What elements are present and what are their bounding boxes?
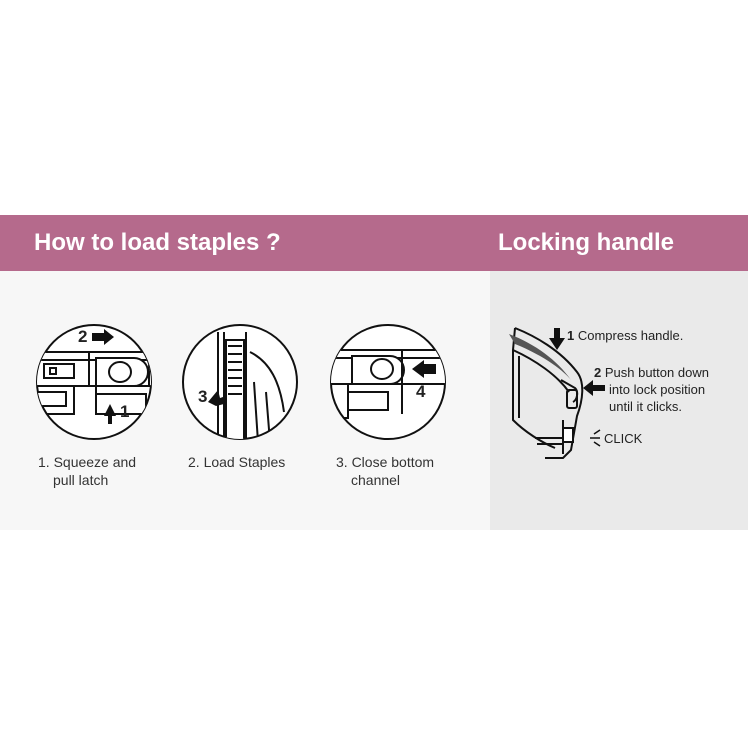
step-2-illustration: 3	[180, 322, 300, 442]
locking-handle-panel	[490, 271, 748, 530]
stapler-illustration	[505, 320, 595, 465]
header-banner: How to load staples ? Locking handle	[0, 215, 748, 271]
locking-step-1: 1 Compress handle.	[567, 328, 683, 343]
arrow-left-icon	[583, 380, 605, 396]
step-1-caption-line1: 1. Squeeze and	[38, 454, 137, 470]
step-1-number-2: 2	[78, 327, 88, 346]
step-1-caption: 1. Squeeze and pull latch	[38, 453, 136, 489]
step-3-caption-line2: channel	[351, 472, 401, 488]
step-1-number-1: 1	[120, 402, 130, 421]
step-1-caption-line2: pull latch	[53, 472, 109, 488]
locking-step-2: 2 Push button down	[594, 364, 709, 381]
step-3-caption: 3. Close bottom channel	[336, 453, 434, 489]
step-3-caption-line1: 3. Close bottom	[336, 454, 435, 470]
step-3-illustration: 4	[328, 322, 448, 442]
step-1-illustration: 2 1	[34, 322, 154, 442]
locking-step-1-text: Compress handle.	[577, 328, 684, 343]
locking-step-2-line1: Push button down	[604, 365, 709, 380]
locking-step-2-number: 2	[594, 365, 602, 380]
load-staples-title: How to load staples ?	[34, 229, 281, 256]
click-label: CLICK	[604, 431, 643, 446]
arrow-down-icon	[549, 328, 565, 350]
step-2-drawing	[182, 324, 298, 440]
locking-step-1-number: 1	[567, 328, 575, 343]
locking-step-2-line2: into lock position	[609, 382, 706, 397]
locking-step-2-line3: until it clicks.	[609, 399, 682, 414]
step-2-caption-line1: 2. Load Staples	[188, 454, 286, 470]
stapler-drawing	[509, 327, 584, 459]
step-2-number-3: 3	[198, 387, 208, 406]
click-burst-icon	[590, 429, 601, 447]
locking-handle-title: Locking handle	[498, 229, 675, 256]
step-1-drawing	[36, 324, 152, 440]
step-3-number-4: 4	[416, 382, 426, 401]
step-3-drawing	[330, 324, 446, 440]
step-2-caption: 2. Load Staples	[188, 453, 285, 471]
